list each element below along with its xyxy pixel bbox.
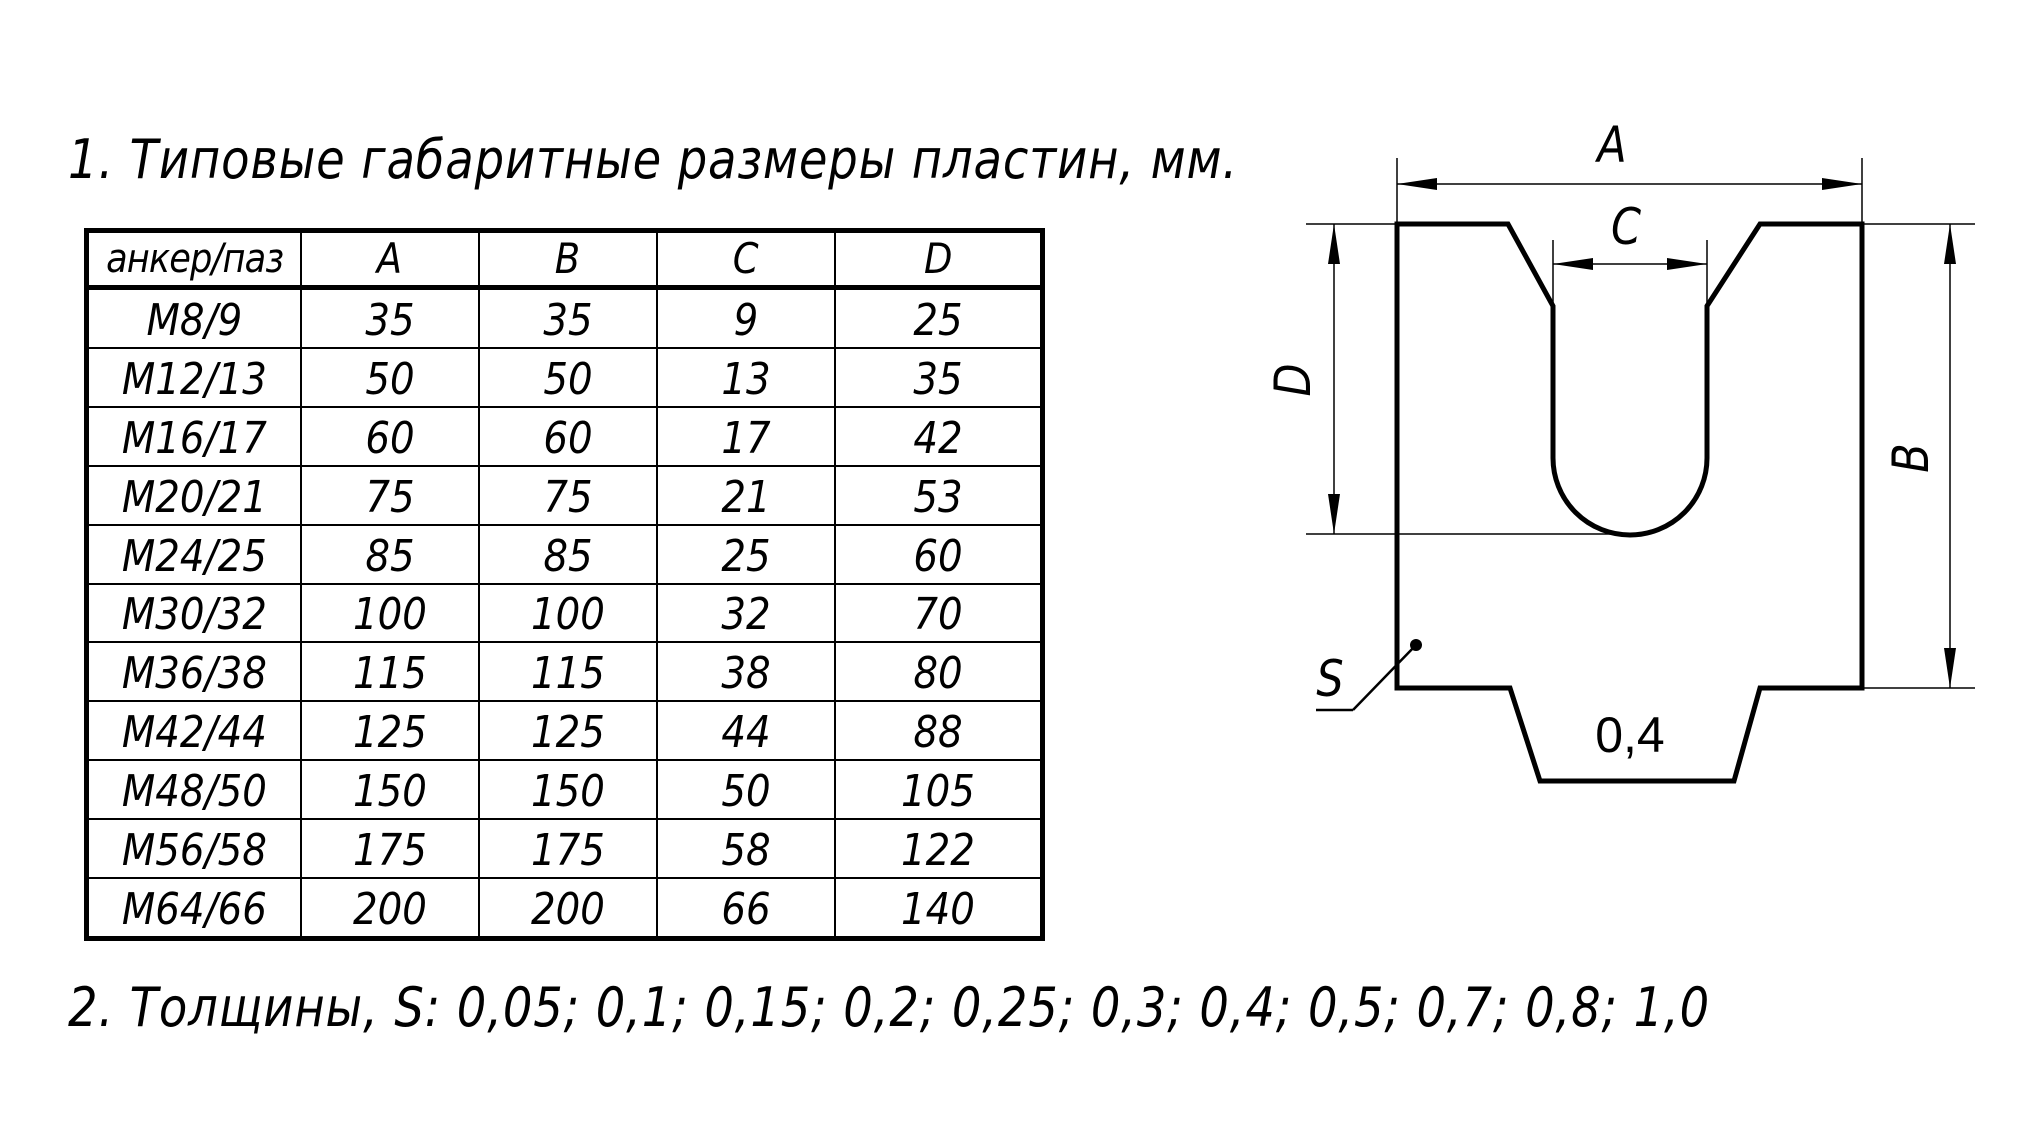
table-cell-value: 50: [299, 347, 480, 408]
table-cell-anchor: M48/50: [85, 759, 302, 821]
table-cell-value: 25: [655, 523, 836, 585]
table-cell-value: 35: [299, 286, 480, 350]
thickness-tag: 0,4: [1595, 707, 1665, 763]
table-cell-value: 17: [655, 405, 836, 467]
table-header-row: анкер/паз A B C D: [85, 229, 1044, 290]
table-cell-value: 70: [833, 582, 1044, 644]
table-header-cell: A: [299, 229, 480, 290]
table-cell-value: 88: [833, 700, 1044, 762]
table-cell-value: 58: [655, 818, 836, 879]
table-cell-value: 60: [477, 405, 658, 467]
table-cell-value: 150: [299, 759, 480, 821]
table-cell-value: 75: [477, 464, 658, 526]
thickness-leader: [1316, 639, 1422, 712]
table-header-cell: C: [655, 229, 836, 290]
dimension-lines: [1328, 178, 1956, 688]
dimension-b-label: B: [1882, 443, 1940, 473]
table-cell-value: 44: [655, 700, 836, 762]
table-cell-value: 13: [655, 347, 836, 408]
table-cell-value: 66: [655, 876, 836, 940]
table-cell-value: 60: [299, 405, 480, 467]
dimension-a-label: A: [1595, 116, 1627, 174]
table-cell-anchor: M8/9: [85, 286, 302, 350]
table-cell-value: 140: [833, 876, 1044, 940]
extension-lines: [1306, 158, 1975, 689]
table-cell-value: 85: [477, 523, 658, 585]
table-cell-value: 60: [833, 523, 1044, 585]
plate-outline: [1394, 221, 1865, 784]
dimension-c-label: C: [1611, 198, 1641, 256]
table-cell-value: 75: [299, 464, 480, 526]
table-cell-value: 105: [833, 759, 1044, 821]
dimension-d-label: D: [1264, 363, 1322, 396]
table-cell-value: 35: [477, 286, 658, 350]
table-cell-anchor: M56/58: [85, 818, 302, 879]
heading-dimensions: 1. Типовые габаритные размеры пластин, м…: [68, 128, 1239, 191]
table-cell-anchor: M42/44: [85, 700, 302, 762]
table-cell-value: 125: [299, 700, 480, 762]
table-cell-anchor: M16/17: [85, 405, 302, 467]
table-cell-value: 21: [655, 464, 836, 526]
table-cell-value: 80: [833, 641, 1044, 703]
table-cell-anchor: M64/66: [85, 876, 302, 940]
table-cell-anchor: M20/21: [85, 464, 302, 526]
table-cell-value: 32: [655, 582, 836, 644]
table-cell-value: 85: [299, 523, 480, 585]
table-cell-anchor: M24/25: [85, 523, 302, 585]
table-header-cell: анкер/паз: [85, 229, 302, 290]
heading-thicknesses: 2. Толщины, S: 0,05; 0,1; 0,15; 0,2; 0,2…: [68, 976, 1711, 1039]
table-cell-value: 115: [299, 641, 480, 703]
table-cell-anchor: M30/32: [85, 582, 302, 644]
table-cell-value: 100: [477, 582, 658, 644]
table-cell-value: 200: [477, 876, 658, 940]
thickness-s-label: S: [1316, 650, 1343, 708]
table-cell-value: 50: [477, 347, 658, 408]
table-cell-value: 122: [833, 818, 1044, 879]
table-cell-anchor: M12/13: [85, 347, 302, 408]
table-header-cell: B: [477, 229, 658, 290]
table-cell-value: 38: [655, 641, 836, 703]
table-cell-value: 53: [833, 464, 1044, 526]
table-header-cell: D: [833, 229, 1044, 290]
table-cell-value: 35: [833, 347, 1044, 408]
table-cell-anchor: M36/38: [85, 641, 302, 703]
table-cell-value: 25: [833, 286, 1044, 350]
table-cell-value: 9: [655, 286, 836, 350]
table-cell-value: 175: [299, 818, 480, 879]
table-cell-value: 200: [299, 876, 480, 940]
table-cell-value: 115: [477, 641, 658, 703]
table-cell-value: 150: [477, 759, 658, 821]
table-cell-value: 100: [299, 582, 480, 644]
table-cell-value: 42: [833, 405, 1044, 467]
table-cell-value: 50: [655, 759, 836, 821]
table-cell-value: 125: [477, 700, 658, 762]
table-cell-value: 175: [477, 818, 658, 879]
